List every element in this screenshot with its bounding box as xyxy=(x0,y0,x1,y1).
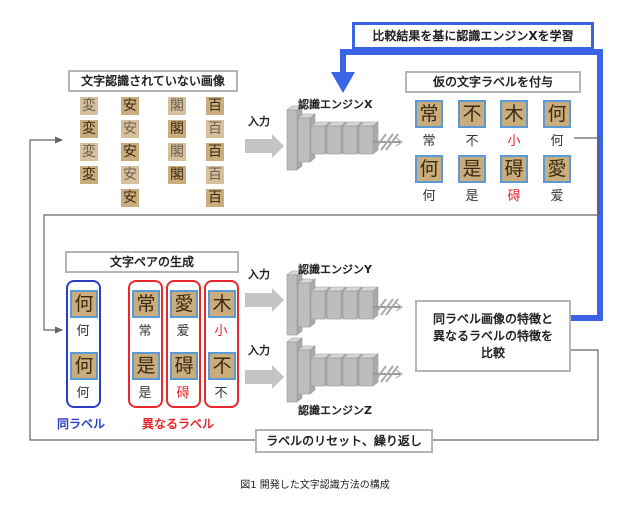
engine-z-label: 認識エンジンZ xyxy=(298,404,372,417)
input-arrow xyxy=(245,365,284,389)
learning-banner: 比較結果を基に認識エンジンXを学習 xyxy=(352,22,594,50)
input-label-z: 入力 xyxy=(248,344,270,357)
provisional-label-title: 仮の文字ラベルを付与 xyxy=(405,71,581,93)
character-image-tile: 変 xyxy=(80,120,98,138)
character-image-tile: 安 xyxy=(121,166,139,184)
character-image-tile: 是 xyxy=(458,155,486,183)
learning-feedback-line xyxy=(331,49,603,321)
neural-network-icon xyxy=(286,270,403,336)
character-image-tile: 碍 xyxy=(170,352,198,380)
pair-label: 碍 xyxy=(176,386,190,401)
label-to-pairs-line xyxy=(43,137,599,334)
compare-line: 比較 xyxy=(480,345,505,360)
input-arrow xyxy=(245,288,284,312)
pair-label: 不 xyxy=(214,386,228,401)
input-arrow xyxy=(245,134,284,158)
engine-y-label: 認識エンジンY xyxy=(298,263,372,276)
character-image-tile: 変 xyxy=(80,143,98,161)
character-image-tile: 是 xyxy=(132,352,160,380)
pair-label: 何 xyxy=(76,386,90,401)
pair-generation-title: 文字ペアの生成 xyxy=(65,251,239,273)
character-image-tile: 百 xyxy=(206,166,224,184)
character-image-tile: 閣 xyxy=(168,97,186,115)
provisional-label: 是 xyxy=(465,189,479,204)
character-image-tile: 安 xyxy=(121,189,139,207)
character-image-tile: 何 xyxy=(415,155,443,183)
character-image-tile: 何 xyxy=(70,290,98,318)
character-image-tile: 不 xyxy=(458,100,486,128)
character-image-tile: 変 xyxy=(80,97,98,115)
character-image-tile: 愛 xyxy=(170,290,198,318)
input-label-y: 入力 xyxy=(248,268,270,281)
character-image-tile: 常 xyxy=(132,290,160,318)
pair-label: 小 xyxy=(214,324,228,339)
character-image-tile: 何 xyxy=(70,352,98,380)
figure-caption: 図1 開発した文字認識方法の構成 xyxy=(240,480,390,491)
character-image-tile: 碍 xyxy=(500,155,528,183)
character-image-tile: 木 xyxy=(500,100,528,128)
character-image-tile: 安 xyxy=(121,120,139,138)
character-image-tile: 木 xyxy=(208,290,236,318)
character-image-tile: 安 xyxy=(121,143,139,161)
different-label-group xyxy=(166,280,201,408)
character-image-tile: 閣 xyxy=(168,120,186,138)
neural-network-icon xyxy=(286,105,403,171)
provisional-label: 何 xyxy=(422,189,436,204)
character-image-tile: 閣 xyxy=(168,166,186,184)
pair-label: 何 xyxy=(76,324,90,339)
different-label-group xyxy=(204,280,239,408)
input-label-x: 入力 xyxy=(248,115,270,128)
pair-label: 爱 xyxy=(176,324,190,339)
provisional-label: 小 xyxy=(507,134,521,149)
character-image-tile: 不 xyxy=(208,352,236,380)
compare-line: 異なるラベルの特徴を xyxy=(432,328,553,343)
pair-label: 是 xyxy=(138,386,152,401)
engine-x-label: 認識エンジンX xyxy=(298,98,373,111)
provisional-label: 爱 xyxy=(550,189,564,204)
unrecognized-images-title: 文字認識されていない画像 xyxy=(68,70,238,92)
neural-network-icon xyxy=(286,337,403,403)
different-label-caption: 異なるラベル xyxy=(142,417,215,431)
character-image-tile: 百 xyxy=(206,120,224,138)
character-image-tile: 何 xyxy=(543,100,571,128)
provisional-label: 何 xyxy=(550,134,564,149)
compare-features-box: 同ラベル画像の特徴と 異なるラベルの特徴を 比較 xyxy=(415,300,571,372)
provisional-label: 碍 xyxy=(507,189,521,204)
character-image-tile: 常 xyxy=(415,100,443,128)
character-image-tile: 百 xyxy=(206,97,224,115)
same-label-group xyxy=(66,280,101,408)
character-image-tile: 閣 xyxy=(168,143,186,161)
character-image-tile: 百 xyxy=(206,143,224,161)
provisional-label: 常 xyxy=(422,134,436,149)
provisional-label: 不 xyxy=(465,134,479,149)
character-image-tile: 安 xyxy=(121,97,139,115)
reset-repeat-box: ラベルのリセット、繰り返し xyxy=(255,429,433,453)
different-label-group xyxy=(128,280,163,408)
character-image-tile: 変 xyxy=(80,166,98,184)
pair-label: 常 xyxy=(138,324,152,339)
same-label-caption: 同ラベル xyxy=(57,417,106,431)
compare-line: 同ラベル画像の特徴と xyxy=(432,311,553,326)
character-image-tile: 百 xyxy=(206,189,224,207)
character-image-tile: 愛 xyxy=(543,155,571,183)
